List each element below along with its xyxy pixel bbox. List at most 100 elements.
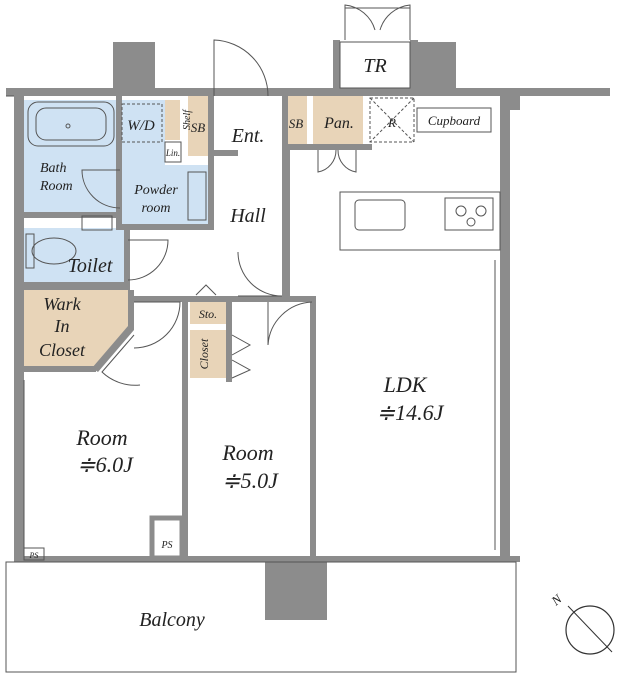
sb1-floor — [188, 96, 208, 156]
wall-wic-diagonal — [92, 326, 134, 372]
closet-label: Closet — [197, 338, 211, 369]
wall-room1-right — [182, 296, 188, 558]
wall-ps-box — [149, 515, 185, 561]
ent-label: Ent. — [231, 125, 265, 147]
compass-label: N — [548, 590, 566, 609]
hall-label: Hall — [229, 205, 266, 227]
room2-door — [267, 301, 313, 346]
pan-floor — [313, 96, 363, 146]
shelf-label: Shelf — [182, 109, 193, 130]
wall-bath-bottom — [24, 212, 122, 218]
ldk-label: LDK — [383, 372, 428, 397]
balcony-pillar — [265, 556, 327, 620]
wall-left — [14, 88, 24, 558]
cupboard-box — [416, 107, 492, 133]
sto-door — [195, 284, 217, 296]
powder-basin — [187, 171, 207, 221]
wall-sb-bottom — [208, 150, 238, 156]
kitchen-hob — [444, 197, 494, 231]
tr-wall-right — [410, 40, 418, 96]
lin-box — [164, 141, 182, 163]
closet-floor — [190, 330, 226, 378]
burner-1 — [455, 205, 467, 217]
wic-label-2: In — [54, 316, 70, 336]
wall-pan-bottom — [282, 144, 372, 150]
room1-label: Room — [75, 425, 127, 450]
powder-label-2: room — [141, 201, 170, 216]
ps2-label: PS — [160, 540, 172, 551]
sb2-label: SB — [289, 116, 304, 131]
bath-label-2: Room — [39, 179, 73, 194]
wall-room2-top — [226, 296, 316, 302]
fridge-x2 — [369, 97, 415, 143]
bath-door — [81, 169, 121, 209]
ps1-label: PS — [29, 551, 39, 560]
sto-floor — [190, 302, 226, 324]
r-label: R — [387, 115, 396, 130]
pan-door-right — [337, 149, 357, 173]
wic-floor — [24, 290, 128, 368]
toilet-sink — [81, 215, 113, 231]
walls — [6, 40, 610, 620]
column-left — [113, 42, 155, 96]
entrance-door — [213, 39, 269, 97]
wall-toilet-bottom — [24, 282, 130, 290]
wall-toilet-right — [124, 224, 130, 284]
kitchen-counter — [339, 191, 501, 251]
tr-door-right — [379, 4, 411, 40]
powder-room-floor — [120, 165, 210, 225]
balcony-label: Balcony — [139, 609, 205, 631]
floor-fills — [24, 96, 363, 378]
tr-wall-left — [333, 40, 340, 96]
toilet-door — [127, 239, 169, 281]
wall-powder-right — [208, 96, 214, 228]
compass: N — [548, 590, 615, 655]
column-right — [418, 42, 456, 96]
sto-label: Sto. — [199, 307, 217, 321]
kitchen-sink — [354, 199, 406, 231]
room1-size: ≑6.0J — [77, 452, 134, 477]
wall-wic-right — [128, 290, 134, 330]
wall-wic-bottom — [24, 366, 96, 372]
burner-2 — [475, 205, 487, 217]
wic-door — [101, 334, 141, 386]
wd-label: W/D — [127, 118, 155, 134]
wall-room1-top — [130, 296, 230, 302]
wall-wd-right — [116, 96, 122, 228]
doors — [81, 4, 411, 386]
bathtub — [27, 101, 115, 147]
shelf-floor — [165, 100, 180, 140]
thin-lines — [5, 7, 517, 673]
pan-door-left — [317, 149, 337, 173]
closet-door — [231, 334, 252, 379]
wall-right — [500, 88, 510, 558]
ps1-box — [23, 547, 45, 561]
wall-ent-right — [282, 96, 288, 148]
compass-circle — [565, 605, 615, 655]
bathtub-inner — [35, 107, 107, 141]
compass-line — [567, 605, 613, 653]
room-labels: TR W/D Shelf SB Ent. SB Pan. R Cupboard … — [29, 55, 481, 631]
room2-label: Room — [221, 440, 273, 465]
fridge-space — [369, 97, 415, 143]
wic-label-3: Closet — [39, 340, 86, 360]
powder-label-1: Powder — [133, 183, 178, 198]
room2-size: ≑5.0J — [222, 468, 279, 493]
wall-powder-bottom — [116, 224, 214, 230]
wic-label-1: Wark — [43, 294, 81, 314]
wd-space — [121, 103, 163, 143]
bath-label-1: Bath — [40, 161, 66, 176]
hall-door — [237, 251, 283, 297]
toilet-label: Toilet — [68, 255, 113, 277]
toilet-tank — [25, 233, 35, 269]
wall-ldk-left — [310, 296, 316, 558]
wall-right-notch — [510, 88, 520, 110]
cupboard-label: Cupboard — [428, 113, 481, 128]
tr-bay — [339, 41, 411, 89]
wall-hall-right — [282, 146, 290, 298]
wall-closet-right — [226, 296, 232, 382]
wall-top — [6, 88, 610, 96]
pan-label: Pan. — [323, 115, 354, 132]
toilet-floor — [24, 228, 128, 282]
